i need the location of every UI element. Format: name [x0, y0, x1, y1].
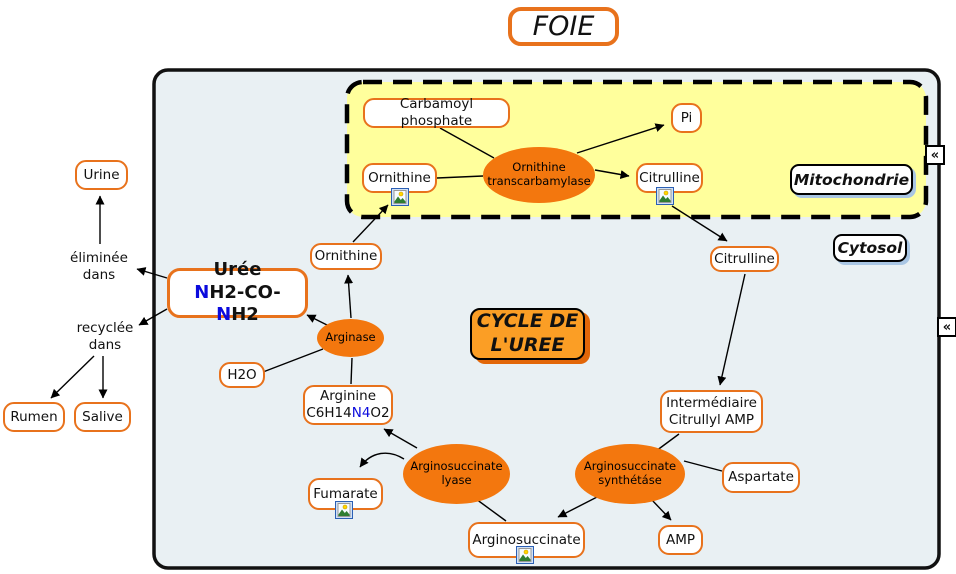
- uree-name: Urée: [213, 259, 262, 281]
- link-h2o-to-arginase: [262, 348, 324, 373]
- formula-part: O2: [370, 405, 390, 421]
- cycle-title-line: L'UREE: [490, 334, 565, 356]
- collapse-glyph: «: [942, 319, 952, 335]
- link-aspartate-to-synthetase: [683, 460, 723, 472]
- node-pi[interactable]: Pi: [671, 103, 702, 133]
- node-salive[interactable]: Salive: [74, 402, 131, 432]
- node-label: Ornithine: [368, 169, 431, 186]
- arrow-recyclee-to-rumen: [50, 355, 95, 399]
- linking-phrase-recyclee-dans[interactable]: recyclée dans: [72, 320, 138, 354]
- image-attachment-icon[interactable]: [656, 187, 674, 205]
- arrow-arginase-to-ornithine: [344, 274, 354, 319]
- enzyme-label: Ornithine: [512, 160, 566, 175]
- image-attachment-icon[interactable]: [391, 188, 409, 206]
- foie-title-label: FOIE: [532, 11, 595, 42]
- node-label: Urine: [83, 166, 120, 183]
- node-carbamoyl-phosphate[interactable]: Carbamoyl phosphate: [363, 96, 510, 129]
- node-citrulline-cyto[interactable]: Citrulline: [710, 246, 779, 272]
- enzyme-ornithine-transcarbamylase[interactable]: Ornithine transcarbamylase: [483, 147, 595, 203]
- node-label: Intermédiaire: [666, 394, 757, 411]
- formula-part: C6H14: [306, 405, 352, 421]
- node-label: AMP: [665, 531, 696, 548]
- formula-part: H2-CO-: [209, 281, 281, 303]
- arrow-synthetase-to-amp: [650, 498, 672, 521]
- uree-formula: NH2-CO-NH2: [174, 282, 301, 327]
- arrow-otc-to-pi: [576, 123, 665, 154]
- arrow-uree-to-eliminee: [136, 267, 168, 279]
- arginine-formula: C6H14N4O2: [306, 405, 389, 422]
- enzyme-arginosuccinate-lyase[interactable]: Arginosuccinate lyase: [403, 444, 510, 504]
- formula-part: H2: [231, 304, 259, 326]
- linking-phrase-line: dans: [88, 336, 122, 353]
- node-label: H2O: [227, 366, 257, 383]
- linking-phrase-line: recyclée: [76, 320, 134, 336]
- collapse-handle-container[interactable]: «: [937, 317, 956, 337]
- node-label: Citrulline: [639, 169, 700, 186]
- node-label: Pi: [680, 109, 693, 126]
- image-attachment-icon[interactable]: [335, 501, 353, 519]
- node-label: Rumen: [10, 408, 58, 425]
- node-amp[interactable]: AMP: [658, 525, 703, 555]
- node-label: Citrullyl AMP: [668, 411, 755, 428]
- cytosol-label[interactable]: Cytosol: [833, 234, 907, 262]
- cycle-title[interactable]: CYCLE DE L'UREE: [470, 308, 585, 360]
- enzyme-label: Arginosuccinate: [410, 459, 503, 474]
- node-arginine[interactable]: Arginine C6H14N4O2: [303, 385, 393, 425]
- node-label: Carbamoyl phosphate: [399, 96, 474, 129]
- node-label: Fumarate: [313, 485, 378, 502]
- node-label: Arginine: [319, 388, 377, 405]
- enzyme-arginosuccinate-synthetase[interactable]: Arginosuccinate synthétáse: [575, 444, 685, 504]
- node-rumen[interactable]: Rumen: [3, 402, 65, 432]
- cycle-title-line: CYCLE DE: [476, 310, 579, 333]
- collapse-glyph: «: [930, 147, 940, 163]
- node-label: Ornithine: [314, 248, 378, 265]
- foie-title-node[interactable]: FOIE: [508, 7, 619, 46]
- link-arginosuccinate-to-lyase: [475, 498, 507, 522]
- node-uree[interactable]: Urée NH2-CO-NH2: [167, 259, 308, 325]
- node-urine[interactable]: Urine: [75, 160, 128, 190]
- node-h2o[interactable]: H2O: [219, 362, 265, 388]
- node-ornithine-cyto[interactable]: Ornithine: [310, 243, 382, 270]
- node-intermediaire-citrullyl-amp[interactable]: Intermédiaire Citrullyl AMP: [660, 390, 763, 433]
- arrow-lyase-to-fumarate: [359, 452, 405, 468]
- node-label: Salive: [82, 408, 123, 425]
- arrow-uree-to-recyclee: [138, 308, 168, 326]
- arrow-ornithine-cyto-to-mito: [352, 204, 389, 243]
- linking-phrase-line: éliminée: [70, 250, 128, 266]
- mitochondrie-label[interactable]: Mitochondrie: [790, 164, 913, 195]
- linking-phrase-eliminee-dans[interactable]: éliminée dans: [66, 250, 132, 284]
- enzyme-label: Arginase: [325, 330, 376, 345]
- arrow-citrulline-mito-to-cyto: [671, 205, 728, 242]
- link-carbamoyl-to-otc: [439, 127, 495, 159]
- formula-part: N4: [351, 405, 371, 421]
- node-aspartate[interactable]: Aspartate: [722, 462, 800, 493]
- formula-part: N: [216, 304, 232, 326]
- link-arginine-to-arginase: [350, 357, 353, 385]
- arrow-synthetase-to-arginosuccinate: [557, 494, 602, 518]
- arrow-otc-to-citrulline: [594, 169, 630, 179]
- enzyme-label: transcarbamylase: [487, 174, 591, 188]
- cytosol-label-text: Cytosol: [837, 239, 903, 257]
- image-attachment-icon[interactable]: [516, 546, 534, 564]
- enzyme-label: synthétáse: [598, 473, 662, 487]
- node-label: Aspartate: [728, 469, 794, 486]
- node-arginosuccinate[interactable]: Arginosuccinate: [468, 522, 585, 558]
- mitochondrie-label-text: Mitochondrie: [793, 170, 910, 189]
- enzyme-label: lyase: [441, 473, 472, 487]
- link-ornithine-mito-to-otc: [436, 175, 484, 179]
- linking-phrase-line: dans: [82, 266, 116, 283]
- formula-part: N: [194, 281, 210, 303]
- node-label: Arginosuccinate: [472, 531, 581, 548]
- arrow-lyase-to-arginine: [383, 428, 418, 449]
- collapse-handle-mitochondrie[interactable]: «: [925, 145, 945, 165]
- arrow-citrulline-to-intermediaire: [717, 273, 746, 386]
- enzyme-arginase[interactable]: Arginase: [317, 319, 384, 357]
- node-label: Citrulline: [714, 250, 775, 267]
- enzyme-label: Arginosuccinate: [583, 459, 677, 474]
